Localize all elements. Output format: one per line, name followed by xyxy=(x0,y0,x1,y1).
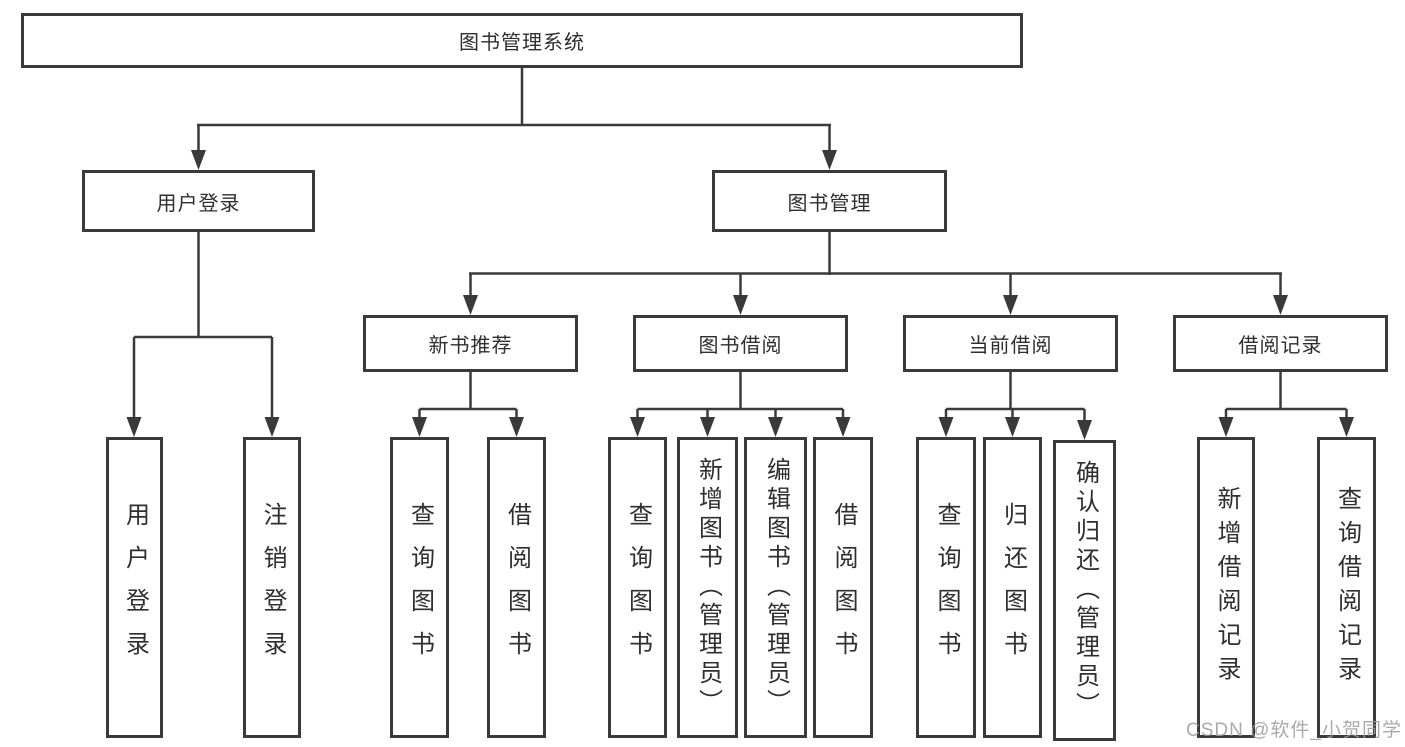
node-label: 用户登录 xyxy=(156,192,241,215)
arrowhead-down-icon xyxy=(1339,417,1354,437)
leaf-add-book-admin: 新增图书（管理员） xyxy=(677,437,738,738)
arrowhead-down-icon xyxy=(126,417,142,437)
arrowhead-down-icon xyxy=(1005,417,1020,437)
arrowhead-down-icon xyxy=(1003,295,1018,315)
node-current-borrowing: 当前借阅 xyxy=(903,315,1118,372)
node-label: 图书管理 xyxy=(787,192,872,215)
arrowhead-down-icon xyxy=(509,417,524,437)
arrowhead-down-icon xyxy=(412,417,427,437)
node-user-login: 用户登录 xyxy=(82,170,315,232)
arrowhead-down-icon xyxy=(191,150,206,170)
leaf-label: 注销登录 xyxy=(259,501,286,674)
arrowhead-down-icon xyxy=(768,417,783,437)
leaf-confirm-return-admin: 确认归还（管理员） xyxy=(1053,440,1116,741)
leaf-label: 借阅图书 xyxy=(830,501,857,674)
arrowhead-down-icon xyxy=(630,417,645,437)
leaf-label: 新增借阅记录 xyxy=(1213,485,1240,690)
node-label: 图书借阅 xyxy=(698,335,783,357)
leaf-label: 借阅图书 xyxy=(503,501,531,674)
leaf-label: 归还图书 xyxy=(999,501,1027,674)
arrowhead-down-icon xyxy=(700,417,715,437)
leaf-return-book: 归还图书 xyxy=(983,437,1042,738)
leaf-query-books-current: 查询图书 xyxy=(916,437,976,738)
arrowhead-down-icon xyxy=(463,295,478,315)
leaf-add-borrow-record: 新增借阅记录 xyxy=(1197,437,1255,738)
arrowhead-down-icon xyxy=(822,150,837,170)
node-label: 新书推荐 xyxy=(428,335,513,357)
node-label: 当前借阅 xyxy=(968,335,1053,357)
node-borrowing-records: 借阅记录 xyxy=(1173,315,1388,372)
leaf-label: 编辑图书（管理员） xyxy=(762,457,790,718)
leaf-label: 查询图书 xyxy=(624,501,652,674)
node-book-borrowing: 图书借阅 xyxy=(633,315,848,372)
leaf-edit-book-admin: 编辑图书（管理员） xyxy=(744,437,807,738)
leaf-borrow-books: 借阅图书 xyxy=(813,437,873,738)
arrowhead-down-icon xyxy=(733,295,748,315)
leaf-borrow-books-recommend: 借阅图书 xyxy=(487,437,546,738)
leaf-label: 新增图书（管理员） xyxy=(694,457,722,718)
arrowhead-down-icon xyxy=(1218,417,1234,437)
leaf-query-books-recommend: 查询图书 xyxy=(390,437,449,738)
leaf-label: 查询图书 xyxy=(406,501,434,674)
leaf-label: 查询图书 xyxy=(933,501,960,674)
node-label: 图书管理系统 xyxy=(459,32,585,54)
leaf-logout: 注销登录 xyxy=(243,437,301,738)
node-library-management-system: 图书管理系统 xyxy=(21,13,1023,68)
leaf-query-borrow-record: 查询借阅记录 xyxy=(1317,437,1376,738)
leaf-label: 确认归还（管理员） xyxy=(1071,460,1099,721)
arrowhead-down-icon xyxy=(1273,295,1288,315)
arrowhead-down-icon xyxy=(1077,420,1092,440)
leaf-label: 用户登录 xyxy=(121,501,149,674)
node-label: 借阅记录 xyxy=(1238,335,1323,357)
leaf-label: 查询借阅记录 xyxy=(1333,485,1361,690)
arrowhead-down-icon xyxy=(264,417,280,437)
csdn-watermark: CSDN @软件_小贺同学 xyxy=(1186,720,1402,741)
leaf-user-login: 用户登录 xyxy=(106,437,163,738)
node-book-management: 图书管理 xyxy=(712,170,947,232)
leaf-query-books-borrow: 查询图书 xyxy=(608,437,667,738)
arrowhead-down-icon xyxy=(835,417,851,437)
arrowhead-down-icon xyxy=(938,417,954,437)
node-new-book-recommendation: 新书推荐 xyxy=(363,315,578,372)
